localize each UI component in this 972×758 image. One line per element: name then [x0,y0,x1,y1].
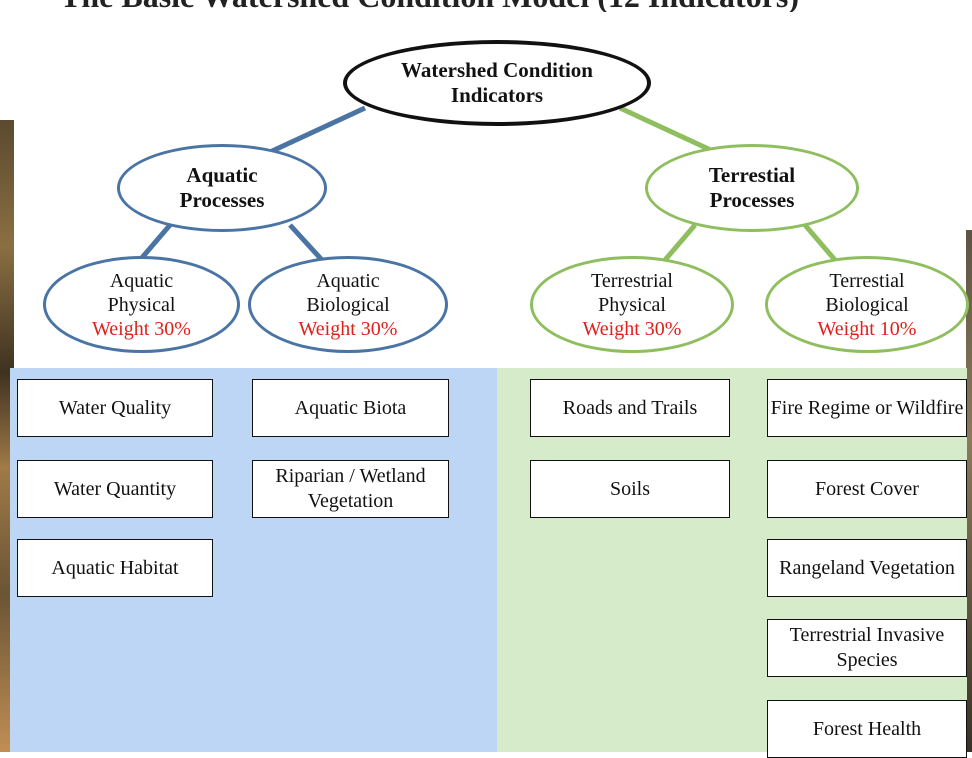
connector-terrestrial-biological [803,223,837,262]
terrestrial-biological-weight: Weight 10% [817,317,917,340]
terrestrial-physical-line1: Terrestrial [591,269,673,292]
terrestrial-physical-line2: Physical [598,293,666,316]
aquatic-biological-weight: Weight 30% [298,317,398,340]
aquatic-physical-weight: Weight 30% [92,317,191,340]
connector-aquatic-physical [138,223,172,262]
terrestrial-processes-line2: Processes [709,188,795,212]
indicator-rangeland-vegetation: Rangeland Vegetation [767,539,967,597]
indicator-water-quantity: Water Quantity [17,460,213,518]
aquatic-physical-line2: Physical [107,293,176,316]
terrestrial-biological-line2: Biological [825,293,909,316]
indicator-forest-cover: Forest Cover [767,460,967,518]
terrestrial-biological-node: Terrestial Biological Weight 10% [765,256,969,353]
aquatic-processes-line2: Processes [179,188,265,212]
indicator-aquatic-habitat: Aquatic Habitat [17,539,213,597]
indicator-terrestrial-invasive-species: Terrestrial Invasive Species [767,619,967,677]
connector-root-aquatic [268,105,367,155]
indicator-fire-regime-or-wildfire: Fire Regime or Wildfire [767,379,967,437]
indicator-roads-and-trails: Roads and Trails [530,379,730,437]
aquatic-processes-line1: Aquatic [186,162,258,187]
indicator-soils: Soils [530,460,730,518]
terrestrial-biological-line1: Terrestial [829,269,905,292]
root-line2: Indicators [450,83,544,107]
aquatic-processes-node: Aquatic Processes [117,144,327,232]
indicator-riparian-wetland-vegetation: Riparian / Wetland Vegetation [252,460,449,518]
connector-terrestrial-physical [663,223,697,262]
terrestrial-processes-node: Terrestial Processes [645,144,859,232]
indicator-aquatic-biota: Aquatic Biota [252,379,449,437]
aquatic-physical-line1: Aquatic [109,269,174,292]
connector-aquatic-biological [288,223,324,262]
terrestrial-physical-weight: Weight 30% [582,317,682,340]
indicator-water-quality: Water Quality [17,379,213,437]
terrestrial-physical-node: Terrestrial Physical Weight 30% [530,256,734,353]
background-photo-right [966,230,972,752]
aquatic-biological-line1: Aquatic [316,269,380,292]
aquatic-biological-line2: Biological [306,293,390,316]
aquatic-physical-node: Aquatic Physical Weight 30% [43,256,240,353]
diagram-title: The Basic Watershed Condition Model (12 … [60,0,960,12]
connector-root-terrestrial [618,105,717,155]
indicator-forest-health: Forest Health [767,700,967,758]
root-line1: Watershed Condition [401,57,593,82]
aquatic-biological-node: Aquatic Biological Weight 30% [248,256,448,353]
root-node: Watershed Condition Indicators [343,40,651,126]
terrestrial-processes-line1: Terrestial [708,162,796,187]
